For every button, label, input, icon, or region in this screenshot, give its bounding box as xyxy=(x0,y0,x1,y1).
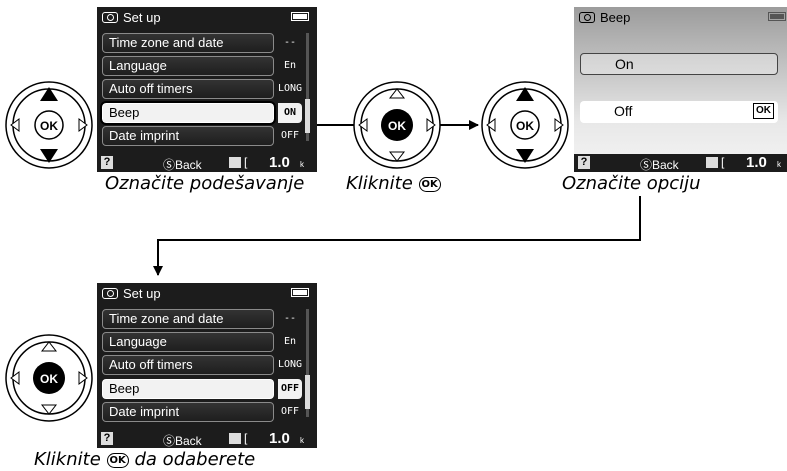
camera-icon xyxy=(102,288,118,299)
remaining-unit: k xyxy=(300,160,304,169)
menu-title: Set up xyxy=(123,10,161,25)
bracket-glyph: [ xyxy=(244,431,248,445)
caption-text: da odaberete xyxy=(134,449,256,470)
menu-item-value: LONG xyxy=(278,83,303,94)
screen-header: Set up xyxy=(97,7,317,29)
status-bar: ? ⓈBack [ 1.0 k xyxy=(97,430,317,448)
svg-text:OK: OK xyxy=(516,119,534,133)
help-icon: ? xyxy=(101,156,113,169)
option-label: Off xyxy=(614,103,633,119)
multi-selector-icon: OK xyxy=(353,81,441,169)
battery-icon xyxy=(291,12,309,21)
caption-step3: Označite opciju xyxy=(562,173,701,194)
menu-item-time-zone[interactable]: Time zone and date -- xyxy=(102,33,302,53)
menu-title: Beep xyxy=(600,10,631,25)
option-off[interactable]: Off OK xyxy=(580,101,778,123)
remaining-count: 1.0 xyxy=(746,154,767,171)
menu-item-label: Time zone and date xyxy=(102,309,274,329)
menu-item-label: Date imprint xyxy=(102,126,274,146)
multi-selector-icon: OK xyxy=(5,334,93,422)
multi-selector-icon: OK xyxy=(481,81,569,169)
svg-text:OK: OK xyxy=(40,372,58,386)
remaining-count: 1.0 xyxy=(269,154,290,171)
menu-item-value: -- xyxy=(283,37,297,48)
menu-item-auto-off[interactable]: Auto off timers LONG xyxy=(102,79,302,99)
help-icon: ? xyxy=(101,432,113,445)
multi-selector-icon: OK xyxy=(5,81,93,169)
menu-item-value: LONG xyxy=(278,359,303,370)
bracket-glyph: [ xyxy=(244,155,248,169)
beep-option-screen: Beep On Off OK ? ⓈBack [ 1.0 k xyxy=(574,7,787,172)
ok-confirm-icon: OK xyxy=(753,103,774,119)
menu-item-value: ON xyxy=(278,103,302,123)
remaining-unit: k xyxy=(300,436,304,445)
screen-header: Beep xyxy=(574,7,787,29)
caption-text: Kliknite xyxy=(346,173,413,194)
menu-item-label: Date imprint xyxy=(102,402,274,422)
menu-item-value: -- xyxy=(283,313,297,324)
caption-text: Kliknite xyxy=(34,449,101,470)
scrollbar-thumb[interactable] xyxy=(305,99,310,133)
storage-icon xyxy=(229,157,241,168)
back-hint: ⓈBack xyxy=(163,158,202,172)
scrollbar-track xyxy=(306,33,309,141)
menu-item-label: Beep xyxy=(100,101,276,125)
menu-item-language[interactable]: Language En xyxy=(102,332,302,352)
camera-icon xyxy=(102,12,118,23)
remaining-count: 1.0 xyxy=(269,430,290,447)
remaining-unit: k xyxy=(777,160,781,169)
menu-item-value: OFF xyxy=(280,406,300,417)
battery-icon xyxy=(768,12,786,21)
battery-icon xyxy=(291,288,309,297)
svg-text:OK: OK xyxy=(40,119,58,133)
menu-item-language[interactable]: Language En xyxy=(102,56,302,76)
svg-text:OK: OK xyxy=(388,119,406,133)
menu-item-value: En xyxy=(283,336,297,347)
storage-icon xyxy=(706,157,718,168)
menu-item-label: Language xyxy=(102,56,274,76)
setup-menu-screen-result: Set up Time zone and date -- Language En A… xyxy=(97,283,317,448)
back-hint: ⓈBack xyxy=(163,434,202,448)
setup-menu-screen: Set up Time zone and date -- Language En A… xyxy=(97,7,317,172)
connector-line xyxy=(153,196,641,276)
menu-item-date-imprint[interactable]: Date imprint OFF xyxy=(102,402,302,422)
menu-item-label: Language xyxy=(102,332,274,352)
menu-item-value: En xyxy=(283,60,297,71)
menu-item-value: OFF xyxy=(280,130,300,141)
bracket-glyph: [ xyxy=(721,155,725,169)
status-bar: ? ⓈBack [ 1.0 k xyxy=(97,154,317,172)
caption-step4: Kliknite OK da odaberete xyxy=(34,449,255,470)
menu-item-auto-off[interactable]: Auto off timers LONG xyxy=(102,355,302,375)
menu-item-label: Auto off timers xyxy=(102,79,274,99)
option-label: On xyxy=(615,56,634,72)
ok-button-icon: OK xyxy=(418,177,441,192)
menu-item-label: Time zone and date xyxy=(102,33,274,53)
camera-icon xyxy=(579,12,595,23)
menu-item-label: Auto off timers xyxy=(102,355,274,375)
back-hint: ⓈBack xyxy=(640,158,679,172)
help-icon: ? xyxy=(578,156,590,169)
scrollbar-thumb[interactable] xyxy=(305,375,310,409)
menu-item-label: Beep xyxy=(102,379,274,399)
caption-step2: Kliknite OK xyxy=(346,173,441,194)
caption-step1: Označite podešavanje xyxy=(105,173,305,194)
option-on[interactable]: On xyxy=(580,53,778,75)
scrollbar-track xyxy=(306,309,309,417)
storage-icon xyxy=(229,433,241,444)
menu-item-date-imprint[interactable]: Date imprint OFF xyxy=(102,126,302,146)
menu-item-value: OFF xyxy=(278,379,302,399)
menu-title: Set up xyxy=(123,286,161,301)
status-bar: ? ⓈBack [ 1.0 k xyxy=(574,154,787,172)
ok-button-icon: OK xyxy=(106,453,129,468)
screen-header: Set up xyxy=(97,283,317,305)
menu-item-time-zone[interactable]: Time zone and date -- xyxy=(102,309,302,329)
